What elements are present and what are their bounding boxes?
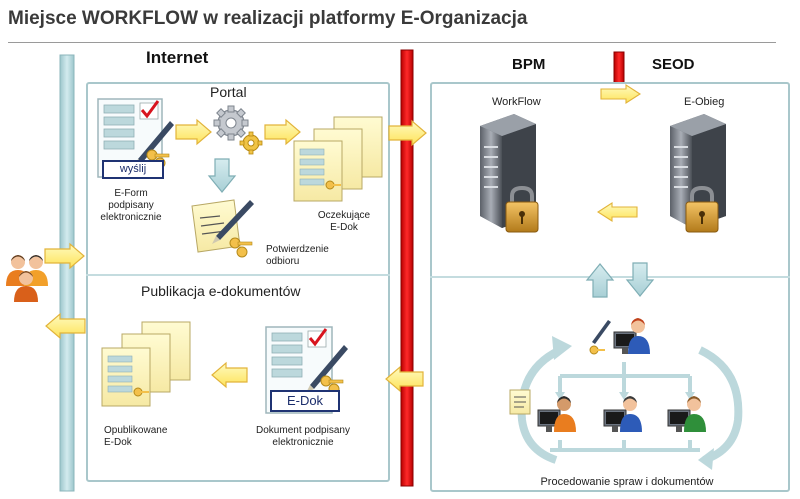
arrow-right-icon bbox=[264, 118, 301, 146]
seod-header: SEOD bbox=[652, 56, 695, 73]
internet-boundary-bar bbox=[59, 54, 75, 492]
arrow-down-icon bbox=[625, 262, 655, 297]
arrow-right-icon bbox=[44, 242, 85, 270]
signed-document-caption: Dokument podpisany elektronicznie bbox=[256, 425, 350, 448]
title-divider bbox=[8, 42, 776, 43]
workflow-server-label: WorkFlow bbox=[492, 96, 541, 108]
publication-title: Publikacja e-dokumentów bbox=[141, 283, 301, 299]
arrow-left-icon bbox=[211, 361, 248, 389]
arrow-down-icon bbox=[207, 158, 237, 193]
published-documents-caption: Opublikowane E-Dok bbox=[104, 425, 168, 448]
arrow-right-icon bbox=[388, 119, 427, 147]
pending-documents-icon bbox=[293, 116, 383, 202]
bpm-header: BPM bbox=[512, 56, 546, 73]
arrow-left-icon bbox=[596, 201, 638, 223]
workflow-server-icon bbox=[480, 114, 539, 233]
arrow-up-icon bbox=[585, 263, 615, 298]
process-caption: Procedowanie spraw i dokumentów bbox=[540, 476, 714, 488]
confirmation-caption: Potwierdzenie odbioru bbox=[266, 244, 329, 267]
security-boundary-bar bbox=[400, 49, 414, 487]
arrow-left-icon bbox=[385, 365, 424, 393]
arrow-left-icon bbox=[45, 312, 86, 340]
users-icon bbox=[6, 255, 48, 302]
gears-icon bbox=[213, 105, 263, 155]
eobieg-server-label: E-Obieg bbox=[684, 96, 725, 108]
pending-documents-caption: Oczekujące E-Dok bbox=[317, 210, 371, 233]
eobieg-server-icon bbox=[670, 114, 726, 233]
edok-button[interactable]: E-Dok bbox=[270, 390, 340, 412]
arrow-right-icon bbox=[175, 118, 212, 146]
internet-panel-divider bbox=[86, 274, 390, 276]
internet-header: Internet bbox=[146, 48, 209, 67]
portal-title: Portal bbox=[210, 84, 247, 100]
send-button[interactable]: wyślij bbox=[102, 160, 164, 179]
eform-caption: E-Form podpisany elektronicznie bbox=[100, 188, 162, 223]
published-documents-icon bbox=[101, 321, 191, 407]
confirmation-document-icon bbox=[191, 199, 254, 258]
arrow-right-icon bbox=[600, 83, 642, 105]
process-diagram bbox=[509, 318, 743, 470]
page-title: Miejsce WORKFLOW w realizacji platformy … bbox=[8, 8, 528, 29]
